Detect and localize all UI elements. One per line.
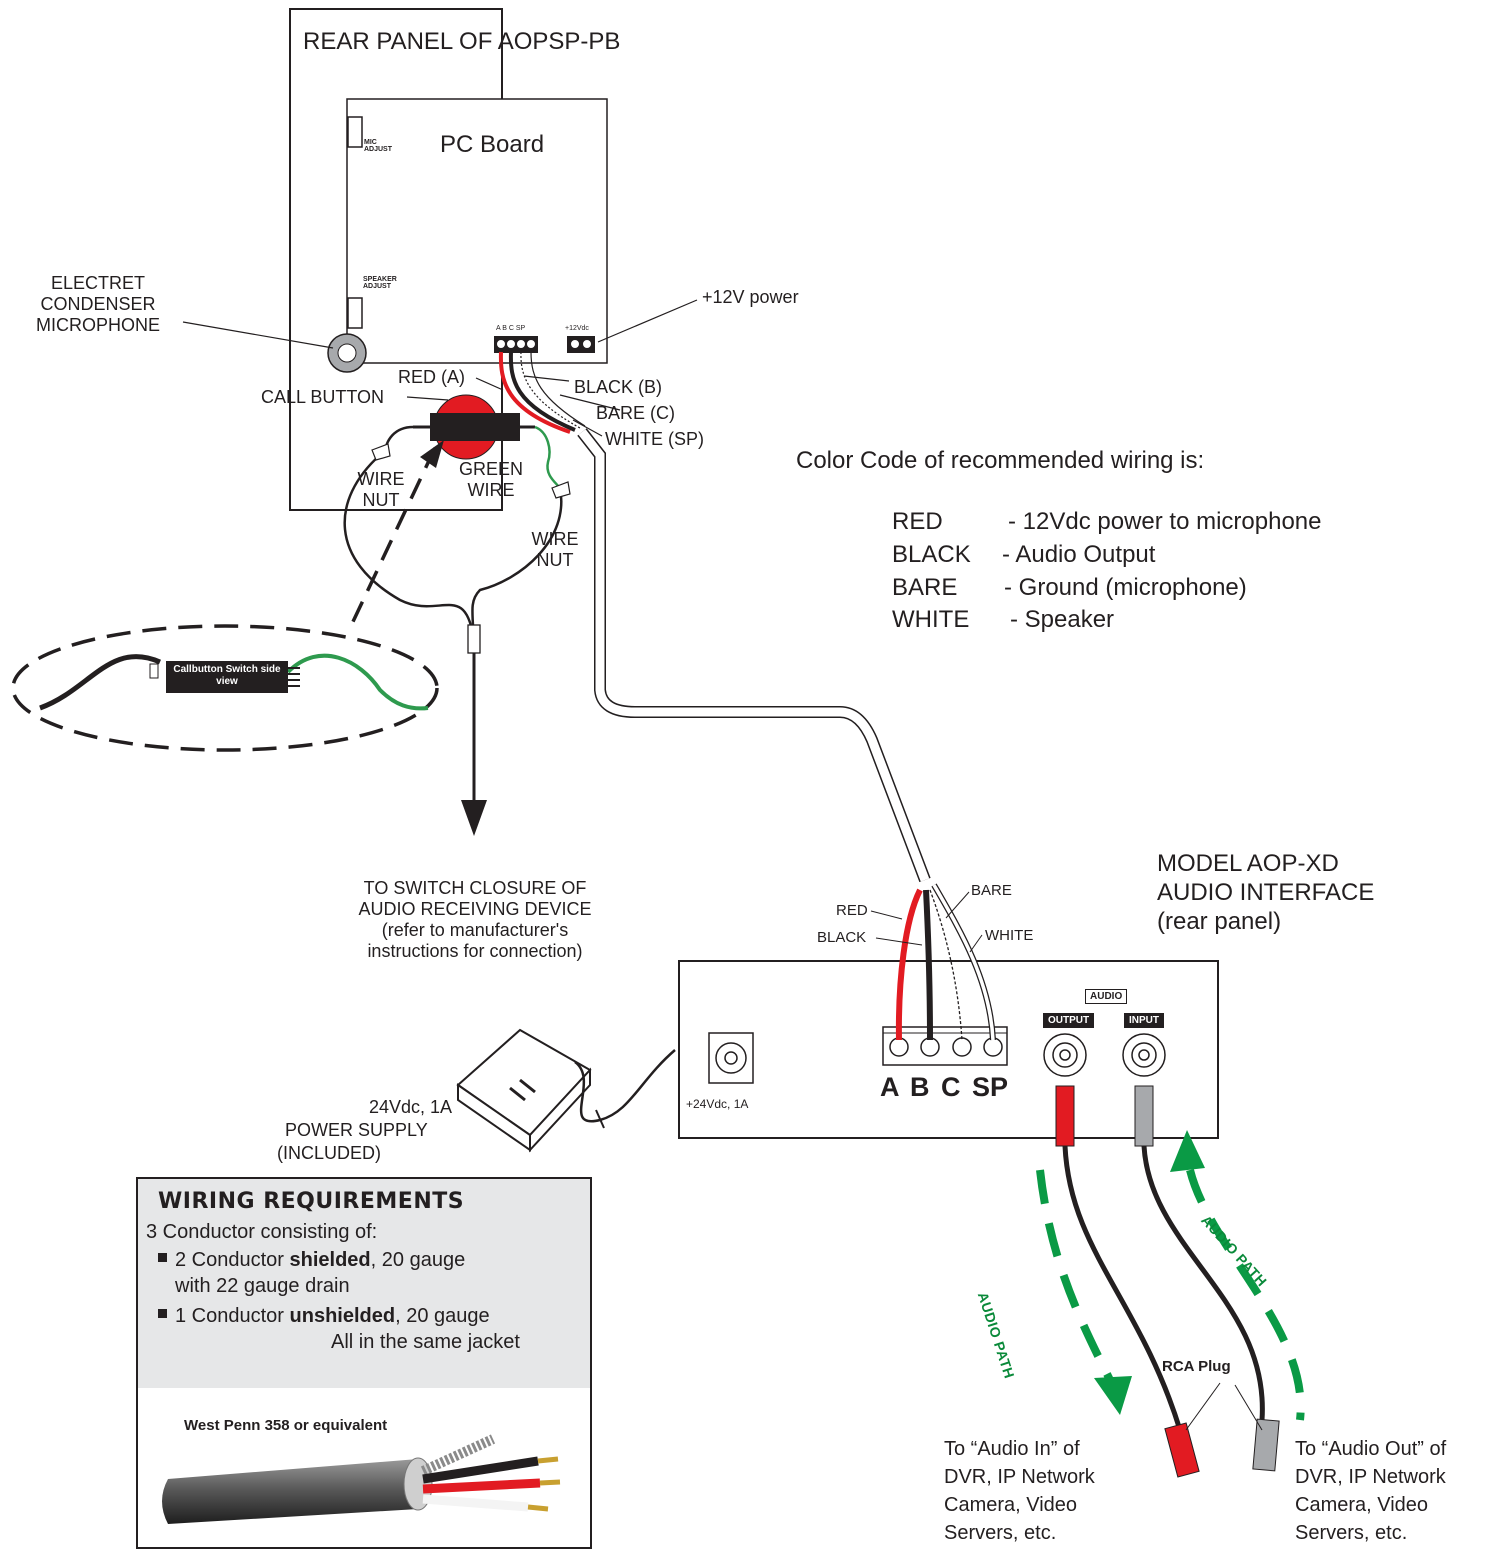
electret-label: ELECTRET CONDENSER MICROPHONE (35, 273, 160, 336)
mic-adjust-label: MIC ADJUST (364, 139, 393, 154)
callbutton-switch-label: Callbutton Switch side view (173, 664, 281, 687)
to-audio-in-line: Servers, etc. (944, 1522, 1057, 1544)
switch-closure-label: TO SWITCH CLOSURE OF AUDIO RECEIVING DEV… (358, 878, 592, 962)
green-wire-label: GREEN WIRE (458, 459, 523, 500)
speaker-adjust-pot (347, 297, 363, 329)
power-supply-line2: POWER SUPPLY (285, 1120, 428, 1140)
color-code-color: BLACK (892, 541, 971, 568)
wiring-requirements-header (138, 1179, 590, 1388)
panel-power-terminal (567, 336, 595, 353)
bullet-icon (158, 1309, 167, 1318)
rca-plug-label: RCA Plug (1162, 1358, 1231, 1375)
to-audio-in-line: Camera, Video (944, 1494, 1078, 1516)
wire-white-label: WHITE (985, 927, 1034, 944)
interface-model: MODEL AOP-XD (1157, 850, 1339, 877)
to-audio-out-line: Servers, etc. (1295, 1522, 1408, 1544)
to-audio-in-line: To “Audio In” of (944, 1438, 1080, 1460)
interface-name: AUDIO INTERFACE (1157, 879, 1375, 906)
power-supply-adapter (456, 1028, 592, 1153)
red-a-label: RED (A) (398, 367, 465, 387)
wiring-item-text: 1 Conductor (175, 1305, 290, 1327)
callout-ellipse (11, 624, 439, 752)
to-audio-in-line: DVR, IP Network (944, 1466, 1095, 1488)
to-audio-out-line: DVR, IP Network (1295, 1466, 1446, 1488)
speaker-adjust-label: SPEAKER ADJUST (363, 276, 397, 291)
panel-title: REAR PANEL OF AOPSP-PB (303, 28, 621, 55)
pc-board-outline (346, 98, 608, 364)
wiring-item-text: 2 Conductor (175, 1249, 290, 1271)
wiring-item-2-line2: All in the same jacket (331, 1331, 520, 1353)
interface-terminal-block (882, 1026, 1008, 1066)
color-code-color: BARE (892, 574, 958, 601)
panel-terminal-block (494, 336, 538, 353)
call-button-label: CALL BUTTON (261, 387, 385, 407)
wiring-item-text: , 20 gauge (370, 1249, 466, 1271)
wiring-item-2: 1 Conductor unshielded, 20 gauge (158, 1305, 490, 1328)
power-supply-line1: 24Vdc, 1A (368, 1097, 452, 1117)
wiring-item-text: , 20 gauge (395, 1305, 490, 1327)
cable-illustration (162, 1434, 561, 1524)
wire-nut-left-label: WIRE NUT (357, 469, 405, 510)
color-code-desc: - 12Vdc power to microphone (1008, 508, 1322, 535)
wiring-intro: 3 Conductor consisting of: (146, 1221, 378, 1243)
wiring-item-bold: shielded (289, 1249, 371, 1271)
to-audio-out-line: Camera, Video (1295, 1494, 1429, 1516)
cable-caption: West Penn 358 or equivalent (184, 1417, 388, 1434)
black-b-label: BLACK (B) (574, 377, 663, 397)
audio-label: AUDIO (1085, 989, 1128, 1004)
wire-nut-left (371, 443, 391, 461)
wire-red-label: RED (836, 902, 868, 919)
output-label: OUTPUT (1043, 1013, 1095, 1028)
pc-board-label: PC Board (440, 131, 545, 158)
color-code-desc: - Audio Output (1002, 541, 1156, 568)
power-supply-line3: (INCLUDED) (277, 1143, 382, 1163)
down-arrow (461, 800, 487, 836)
power-jack-label: +24Vdc, 1A (686, 1097, 749, 1111)
wiring-requirements-box: WIRING REQUIREMENTS 3 Conductor consisti… (136, 1177, 592, 1549)
wire-nut-right-label: WIRE NUT (531, 529, 579, 570)
color-code-desc: - Ground (microphone) (1004, 574, 1247, 601)
input-label: INPUT (1124, 1013, 1164, 1028)
color-code-color: RED (892, 508, 943, 535)
bullet-icon (158, 1253, 167, 1262)
color-code-color: WHITE (892, 606, 970, 633)
wiring-item-1-line2: with 22 gauge drain (175, 1275, 350, 1297)
wire-bare-label: BARE (971, 882, 1012, 899)
interface-panel: (rear panel) (1157, 908, 1282, 935)
panel-terminal-labels: A B C SP (496, 325, 526, 332)
white-sp-label: WHITE (SP) (605, 429, 704, 449)
color-code-heading: Color Code of recommended wiring is: (796, 447, 1205, 474)
to-audio-out-line: To “Audio Out” of (1295, 1438, 1447, 1460)
wiring-item-1: 2 Conductor shielded, 20 gauge (158, 1249, 465, 1272)
wiring-title: WIRING REQUIREMENTS (158, 1189, 465, 1214)
wire-black-label: BLACK (817, 929, 867, 946)
wiring-item-bold: unshielded (289, 1305, 396, 1327)
color-code-desc: - Speaker (1010, 606, 1115, 633)
wire-nut-right (551, 481, 571, 499)
panel-power-terminal-label: +12Vdc (565, 325, 589, 332)
bare-c-label: BARE (C) (596, 403, 676, 423)
power-12v-label: +12V power (702, 287, 799, 307)
interface-terminal-labels: A B C SP (880, 1072, 1009, 1102)
mic-adjust-pot (347, 116, 363, 148)
callbutton-switch (430, 413, 520, 441)
